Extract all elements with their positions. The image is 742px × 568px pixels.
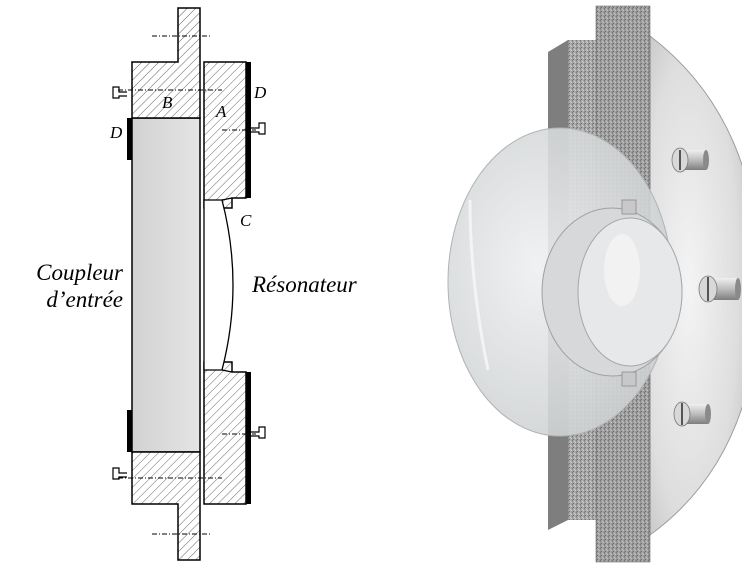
label-a: A [215,102,227,121]
screw-3d-top [671,147,709,173]
electrode-d-right-top [246,62,251,198]
flange-b-bottom [131,451,201,561]
label-b: B [162,93,173,112]
lens-clip-bottom [621,371,637,387]
label-d-left: D [109,123,123,142]
resonator-crystal [203,199,234,371]
label-c: C [240,211,252,230]
screw-right-bottom [251,426,266,439]
screw-3d-middle [698,275,741,303]
piece-a-top [203,61,247,209]
label-coupler-line1: Coupleur [36,260,124,285]
screw-left-top [112,86,127,99]
screw-3d-bottom [673,401,711,427]
label-d-right: D [253,83,267,102]
input-coupler-crystal [131,117,201,453]
screw-right-top [251,122,266,135]
electrode-d-left-top [127,118,132,160]
cross-section-drawing: B A D D C Coupleur d’entrée Résonateur [36,7,358,561]
electrode-d-right-bottom [246,372,251,504]
screw-axis-lines [118,35,256,535]
electrode-d-left-bottom [127,410,132,452]
piece-a-bottom [203,361,247,505]
label-coupler-line2: d’entrée [46,287,123,312]
3d-render [447,5,742,563]
label-resonator: Résonateur [251,272,358,297]
lens-clip-top [621,199,637,215]
screw-left-bottom [112,467,127,480]
